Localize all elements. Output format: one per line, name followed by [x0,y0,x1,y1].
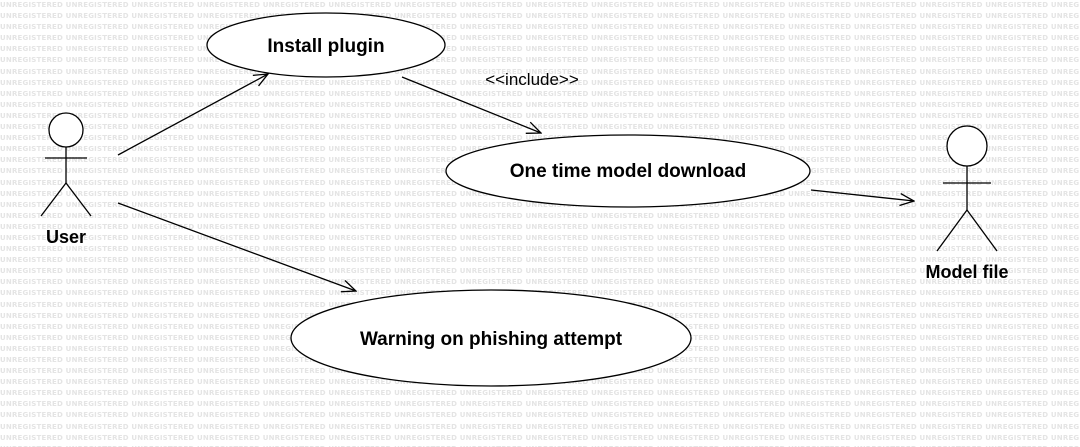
use-case-install-plugin[interactable]: Install plugin [206,12,446,78]
actor-user-label: User [46,227,86,247]
actor-model-file-label: Model file [925,262,1008,282]
include-relation-line[interactable] [401,76,541,133]
use-case-install-plugin-shape [206,12,446,78]
actor-user[interactable]: User [40,112,92,247]
use-case-model-download-shape [445,134,811,208]
association-download-model-file[interactable] [810,189,914,201]
use-case-model-download[interactable]: One time model download [445,134,811,208]
model-file-stick-figure-icon [936,125,998,252]
actor-model-file[interactable]: Model file [925,125,1009,282]
use-case-model-download-label: One time model download [510,161,746,182]
association-user-phishing-warning[interactable] [117,202,356,291]
include-stereotype-label: <<include>> [485,70,579,89]
use-case-phishing-warning[interactable]: Warning on phishing attempt [290,289,692,387]
use-case-phishing-warning-label: Warning on phishing attempt [360,329,623,350]
use-case-install-plugin-label: Install plugin [267,36,384,57]
user-stick-figure-icon [40,112,92,217]
association-user-install-plugin[interactable] [117,74,268,156]
use-case-phishing-warning-shape [290,289,692,387]
